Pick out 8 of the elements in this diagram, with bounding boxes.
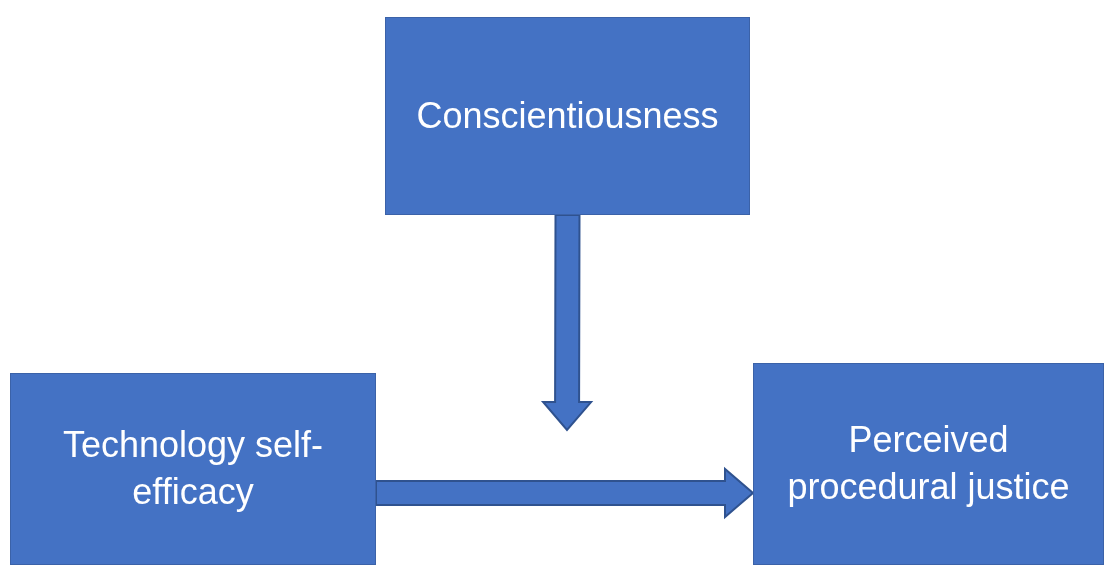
block-arrow — [540, 214, 594, 432]
concept-label: Technology self-efficacy — [61, 423, 325, 514]
block-arrow — [375, 466, 755, 520]
concept-box — [385, 17, 750, 215]
concept-label: Perceived procedural justice — [786, 418, 1071, 509]
concept-box — [10, 373, 376, 565]
concept-box — [753, 363, 1104, 565]
concept-label: Conscientiousness — [415, 93, 720, 138]
